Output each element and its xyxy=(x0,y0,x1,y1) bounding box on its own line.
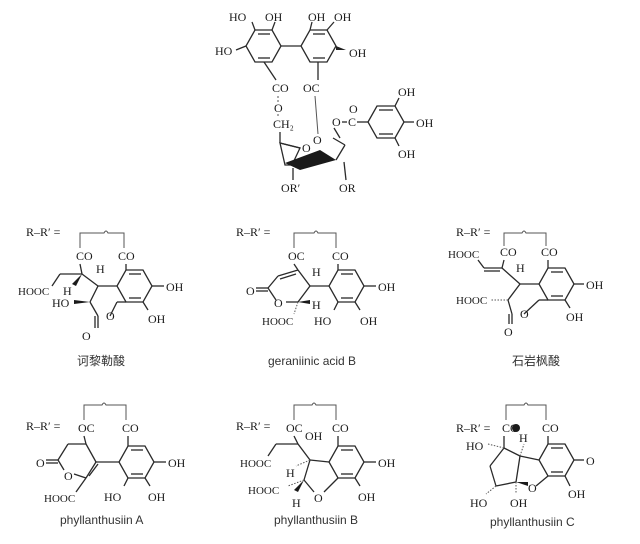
label: OH xyxy=(398,147,416,161)
label: HOOC xyxy=(44,493,75,505)
label: O xyxy=(274,101,283,115)
label: O xyxy=(332,115,341,129)
label: O xyxy=(504,325,513,339)
rr-label: R–R′ = xyxy=(236,225,271,239)
label: OC xyxy=(286,421,303,435)
label: OH xyxy=(265,10,283,24)
label: O xyxy=(349,102,358,116)
label: OH xyxy=(360,314,378,328)
label: OH xyxy=(586,278,604,292)
label: CO xyxy=(118,249,135,263)
label: HOOC xyxy=(448,249,479,261)
label: CO xyxy=(541,245,558,259)
compound-caption: phyllanthusiin B xyxy=(274,513,358,527)
label: CO xyxy=(500,245,517,259)
label: O xyxy=(246,284,255,298)
label: HOOC xyxy=(248,485,279,497)
label: OH xyxy=(334,10,352,24)
label: H xyxy=(96,262,105,276)
label: OH xyxy=(416,116,434,130)
label: HO xyxy=(314,314,332,328)
label: OC xyxy=(288,249,305,263)
compound-phyllanthusiin-a: R–R′ = OC CO O O HOOC HO OH OH phyllanth… xyxy=(26,402,186,527)
label: HO xyxy=(229,10,247,24)
compound-caption: phyllanthusiin A xyxy=(60,513,143,527)
label: OR xyxy=(339,181,356,195)
label: C xyxy=(348,115,356,129)
rr-label: R–R′ = xyxy=(456,225,491,239)
rr-label: R–R′ = xyxy=(26,225,61,239)
label: CO xyxy=(272,81,289,95)
label: OH xyxy=(568,487,586,501)
compound-caption: geraniinic acid B xyxy=(268,354,356,368)
compound-phyllanthusiin-c: R–R′ = CO CO H HO O O HO OH OH phyllanth xyxy=(456,402,595,529)
label: OC xyxy=(303,81,320,95)
label: O xyxy=(586,454,595,468)
label: O xyxy=(520,307,529,321)
label: OH xyxy=(566,310,584,324)
label: HO xyxy=(104,490,122,504)
label: OH xyxy=(358,490,376,504)
label: HO xyxy=(215,44,233,58)
label: O xyxy=(82,329,91,343)
label: O xyxy=(528,481,537,495)
label: OH xyxy=(166,280,184,294)
label: H xyxy=(519,431,528,445)
label: CO xyxy=(542,421,559,435)
label: HOOC xyxy=(18,286,49,298)
compound-phyllanthusiin-b: R–R′ = OC OH CO HOOC H OH HOOC O H OH ph… xyxy=(236,402,396,527)
label: HO xyxy=(470,496,488,510)
rr-label: R–R′ = xyxy=(236,419,271,433)
label: HO xyxy=(52,296,70,310)
label: H xyxy=(312,265,321,279)
label: OH xyxy=(168,456,186,470)
label: OH xyxy=(378,456,396,470)
label: O xyxy=(36,456,45,470)
label: OH xyxy=(510,496,528,510)
rr-label: R–R′ = xyxy=(456,421,491,435)
label: OH xyxy=(148,490,166,504)
label: OH xyxy=(308,10,326,24)
label: H xyxy=(63,284,72,298)
label: CO xyxy=(332,249,349,263)
compound-caption: phyllanthusiin C xyxy=(490,515,575,529)
label: H xyxy=(286,466,295,480)
compound-geraniinic-acid-b: R–R′ = OC CO H O O H HOOC HO OH OH g xyxy=(236,225,396,368)
compound-chebulic-acid: R–R′ = CO CO H HOOC H HO OH OH O O 诃 xyxy=(18,225,184,368)
label: HOOC xyxy=(262,316,293,328)
label: O xyxy=(274,296,283,310)
label: H xyxy=(292,496,301,510)
label: CO xyxy=(122,421,139,435)
label: OR′ xyxy=(281,181,301,195)
compound-caption: 诃黎勒酸 xyxy=(77,353,125,368)
label: CO xyxy=(76,249,93,263)
label: O xyxy=(106,309,115,323)
label: O xyxy=(64,469,73,483)
label: OC xyxy=(78,421,95,435)
label: HO xyxy=(466,439,484,453)
compound-caption: 石岩枫酸 xyxy=(512,353,560,368)
label: OH xyxy=(148,312,166,326)
rr-label: R–R′ = xyxy=(26,419,61,433)
label: CO xyxy=(332,421,349,435)
label: HOOC xyxy=(240,458,271,470)
label: O xyxy=(314,491,323,505)
label: OH xyxy=(398,85,416,99)
core-structure: HO OH OH OH HO OH CO OC O CH₂ O O OR′ OR… xyxy=(215,10,434,195)
label: H xyxy=(516,261,525,275)
label: OH xyxy=(305,429,323,443)
label: CH₂ xyxy=(273,117,294,131)
label: HOOC xyxy=(456,295,487,307)
label: OH xyxy=(349,46,367,60)
label: O xyxy=(302,141,311,155)
label: OH xyxy=(378,280,396,294)
label: H xyxy=(312,298,321,312)
compound-3: R–R′ = CO CO HOOC H OH HOOC O OH O 石岩枫酸 xyxy=(448,225,604,368)
label: O xyxy=(313,133,322,147)
